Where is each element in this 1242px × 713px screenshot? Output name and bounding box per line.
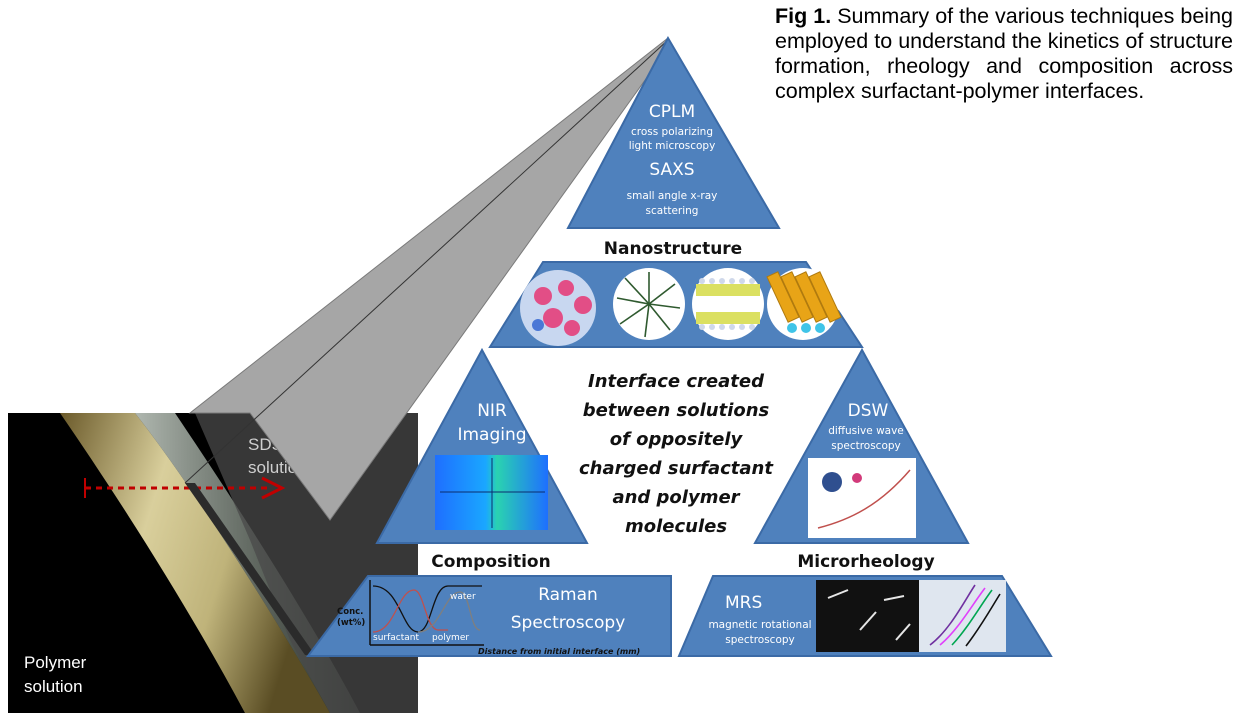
polymer-label-line1: Polymer: [24, 653, 87, 672]
mrs-curve-3: [951, 589, 993, 646]
raman-title-line2: Spectroscopy: [511, 613, 626, 633]
composition-heading: Composition: [431, 552, 550, 572]
dsw-plot-image: [808, 458, 916, 538]
raman-polymer-label: polymer: [432, 633, 469, 643]
mrs-subtitle-line2: spectroscopy: [725, 634, 795, 646]
saxs-subtitle-line1: small angle x-ray: [627, 190, 718, 202]
dsw-subtitle-line2: spectroscopy: [831, 440, 901, 452]
center-statement: Interface created between solutions of o…: [579, 371, 774, 537]
nir-title-line1: NIR: [477, 401, 507, 421]
raman-ylabel-line1: Conc.: [337, 607, 363, 617]
rod-end-1: [787, 323, 797, 333]
center-line-5: and polymer: [612, 487, 740, 508]
micelle-dot-3: [574, 296, 592, 314]
raman-ylabel-line2: (wt%): [337, 618, 365, 628]
caption-text: Summary of the various techniques being …: [775, 4, 1233, 103]
dsw-probe: [852, 473, 862, 483]
nanostructure-images: [520, 268, 842, 346]
zoom-shadow: [185, 483, 315, 655]
dsw-subtitle-line1: diffusive wave: [828, 425, 904, 437]
mrs-curve-2: [939, 587, 986, 646]
mrs-micrograph: [816, 580, 919, 652]
nanostructure-heading: Nanostructure: [604, 239, 742, 259]
cplm-subtitle-line1: cross polarizing: [631, 126, 713, 138]
measurement-arrow-head: [261, 476, 286, 500]
center-line-2: between solutions: [583, 400, 770, 421]
figure-caption: Fig 1. Summary of the various techniques…: [775, 4, 1233, 104]
mrs-curve-4: [965, 593, 1001, 647]
mrs-subtitle-line1: magnetic rotational: [708, 619, 811, 631]
center-line-3: of oppositely: [610, 429, 744, 450]
raman-polymer-curve: [417, 591, 481, 633]
raman-title-line1: Raman: [538, 585, 598, 605]
rods: [766, 271, 842, 323]
polymer-tube: [60, 413, 330, 713]
dsw-particle: [822, 472, 842, 492]
nir-title-line2: Imaging: [457, 425, 526, 445]
rod-end-2: [801, 323, 811, 333]
mrs-rods: [827, 589, 911, 641]
micelle-dot-5: [564, 320, 580, 336]
micelle-dot-4: [543, 308, 563, 328]
micelle-dot-6: [532, 319, 544, 331]
caption-label: Fig 1.: [775, 4, 832, 28]
microrheology-heading: Microrheology: [797, 552, 934, 572]
bilayer-lower: [696, 312, 760, 324]
center-line-6: molecules: [625, 516, 727, 537]
micelle-dot-2: [558, 280, 574, 296]
cplm-subtitle-line2: light microscopy: [629, 140, 716, 152]
zoom-guide-line: [184, 39, 669, 484]
polymer-label-line2: solution: [24, 677, 83, 696]
dsw-title: DSW: [848, 401, 889, 421]
mrs-title: MRS: [725, 593, 762, 613]
raman-xlabel: Distance from initial interface (mm): [478, 647, 640, 656]
saxs-title: SAXS: [649, 160, 694, 180]
center-line-1: Interface created: [588, 371, 765, 392]
mrs-plot: [919, 580, 1006, 652]
center-line-4: charged surfactant: [579, 458, 774, 479]
technique-pyramid: CPLM cross polarizing light microscopy S…: [306, 35, 1053, 657]
raman-band: [306, 575, 672, 657]
raman-water-label: water: [450, 592, 476, 602]
micelle-dot-1: [534, 287, 552, 305]
micelle-tails: [616, 272, 681, 338]
raman-plot: Conc. (wt%) water surfactant polymer Dis…: [337, 580, 640, 656]
bilayer-upper: [696, 284, 760, 296]
rod-end-3: [815, 323, 825, 333]
cplm-saxs-triangle: [566, 35, 781, 229]
dsw-curve: [817, 469, 911, 529]
bilayer-heads: [699, 278, 755, 330]
mrs-curve-1: [929, 584, 976, 646]
saxs-subtitle-line2: scattering: [646, 205, 699, 217]
raman-surfactant-label: surfactant: [373, 633, 419, 643]
cplm-title: CPLM: [649, 102, 695, 122]
